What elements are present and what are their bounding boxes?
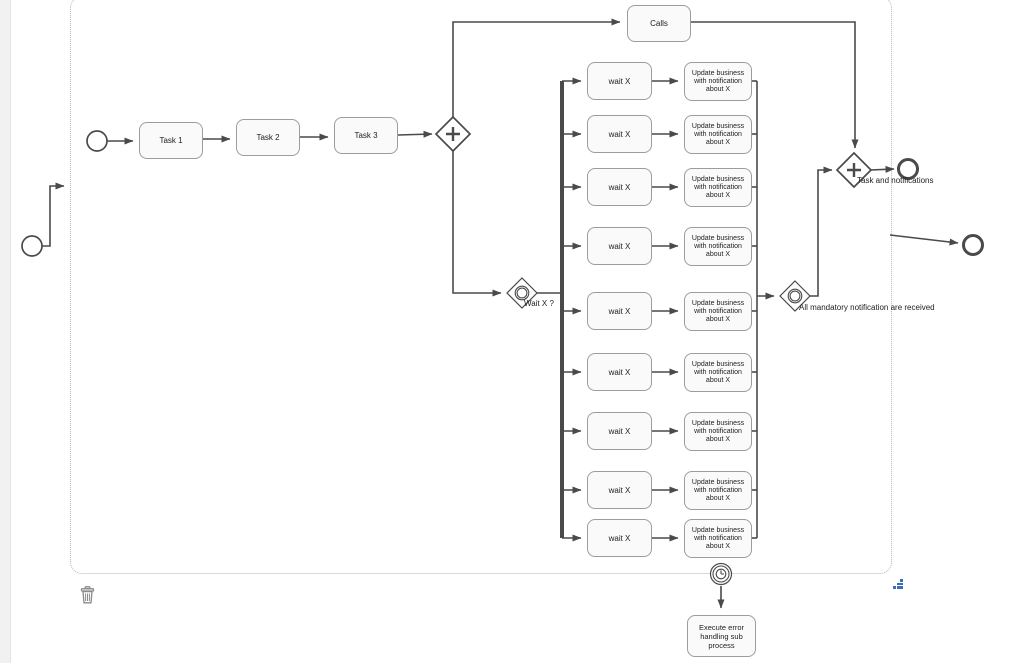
update-task-label: Update business with notification about … [691,360,745,384]
sequence-flow-join-end[interactable] [869,165,895,173]
update-task[interactable]: Update business with notification about … [684,352,752,392]
wait-task[interactable]: wait X [587,471,652,509]
wait-task-label: wait X [608,241,631,251]
update-task[interactable]: Update business with notification about … [684,114,752,154]
wait-task[interactable]: wait X [587,168,652,206]
sequence-flow-gateway-waitgw[interactable] [452,150,502,297]
update-task-label: Update business with notification about … [691,478,745,502]
event-gateway-wait[interactable] [506,277,538,309]
update-task-label: Update business with notification about … [691,526,745,550]
wait-task[interactable]: wait X [587,227,652,265]
calls-task[interactable]: Calls [627,5,691,42]
sequence-flow-gateway-calls[interactable] [452,18,621,118]
task-1[interactable]: Task 1 [139,122,203,159]
update-task[interactable]: Update business with notification about … [684,291,752,331]
end-event-notifications[interactable] [897,158,919,180]
update-task-label: Update business with notification about … [691,299,745,323]
wait-gateway-label[interactable]: Wait X ? [524,299,554,308]
error-handler-label: Execute error handling sub process [698,622,745,650]
parallel-gateway-join[interactable] [835,151,873,189]
update-task-label: Update business with notification about … [691,175,745,199]
update-task[interactable]: Update business with notification about … [684,226,752,266]
update-task[interactable]: Update business with notification about … [684,470,752,510]
resize-grip-icon[interactable] [893,579,905,591]
error-handler-task[interactable]: Execute error handling sub process [687,615,756,657]
sequence-flow-allgw-join[interactable] [810,166,833,297]
sequence-flow-subprocess-end[interactable] [889,234,959,246]
update-task[interactable]: Update business with notification about … [684,61,752,101]
wait-task-label: wait X [608,182,631,192]
sequence-flow-task3-gateway[interactable] [397,130,433,138]
update-task[interactable]: Update business with notification about … [684,518,752,558]
canvas-edge-strip [0,0,11,663]
wait-task-label: wait X [608,129,631,139]
update-task-label: Update business with notification about … [691,419,745,443]
trash-icon[interactable] [79,586,96,604]
wait-task[interactable]: wait X [587,519,652,557]
parallel-gateway-split[interactable] [434,115,472,153]
wait-task[interactable]: wait X [587,115,652,153]
wait-task[interactable]: wait X [587,353,652,391]
sequence-flow-calls-join[interactable] [691,21,859,149]
sequence-flow-outerstart-subprocess[interactable] [42,182,65,247]
update-task-label: Update business with notification about … [691,122,745,146]
update-task[interactable]: Update business with notification about … [684,167,752,207]
wait-task[interactable]: wait X [587,412,652,450]
update-task-label: Update business with notification about … [691,69,745,93]
start-event-main[interactable] [86,130,108,152]
calls-task-label: Calls [650,19,668,28]
task-3[interactable]: Task 3 [334,117,398,154]
start-event-outer[interactable] [21,235,43,257]
wait-task-label: wait X [608,485,631,495]
end-event-process[interactable] [962,234,984,256]
update-task-label: Update business with notification about … [691,234,745,258]
task-1-label: Task 1 [159,136,183,145]
boundary-timer-event[interactable] [709,562,733,586]
wait-task[interactable]: wait X [587,62,652,100]
subprocess-boundary[interactable] [70,0,892,574]
wait-task-label: wait X [608,367,631,377]
task-2[interactable]: Task 2 [236,119,300,156]
task-2-label: Task 2 [256,133,280,142]
task-3-label: Task 3 [354,131,378,140]
wait-task-label: wait X [608,426,631,436]
wait-task-label: wait X [608,533,631,543]
wait-task[interactable]: wait X [587,292,652,330]
wait-task-label: wait X [608,76,631,86]
update-task[interactable]: Update business with notification about … [684,411,752,451]
task-and-notifications-label[interactable]: Task and notifications [857,176,934,185]
wait-task-label: wait X [608,306,631,316]
all-received-label[interactable]: All mandatory notification are received [799,303,935,312]
event-gateway-all-received[interactable] [779,280,811,312]
